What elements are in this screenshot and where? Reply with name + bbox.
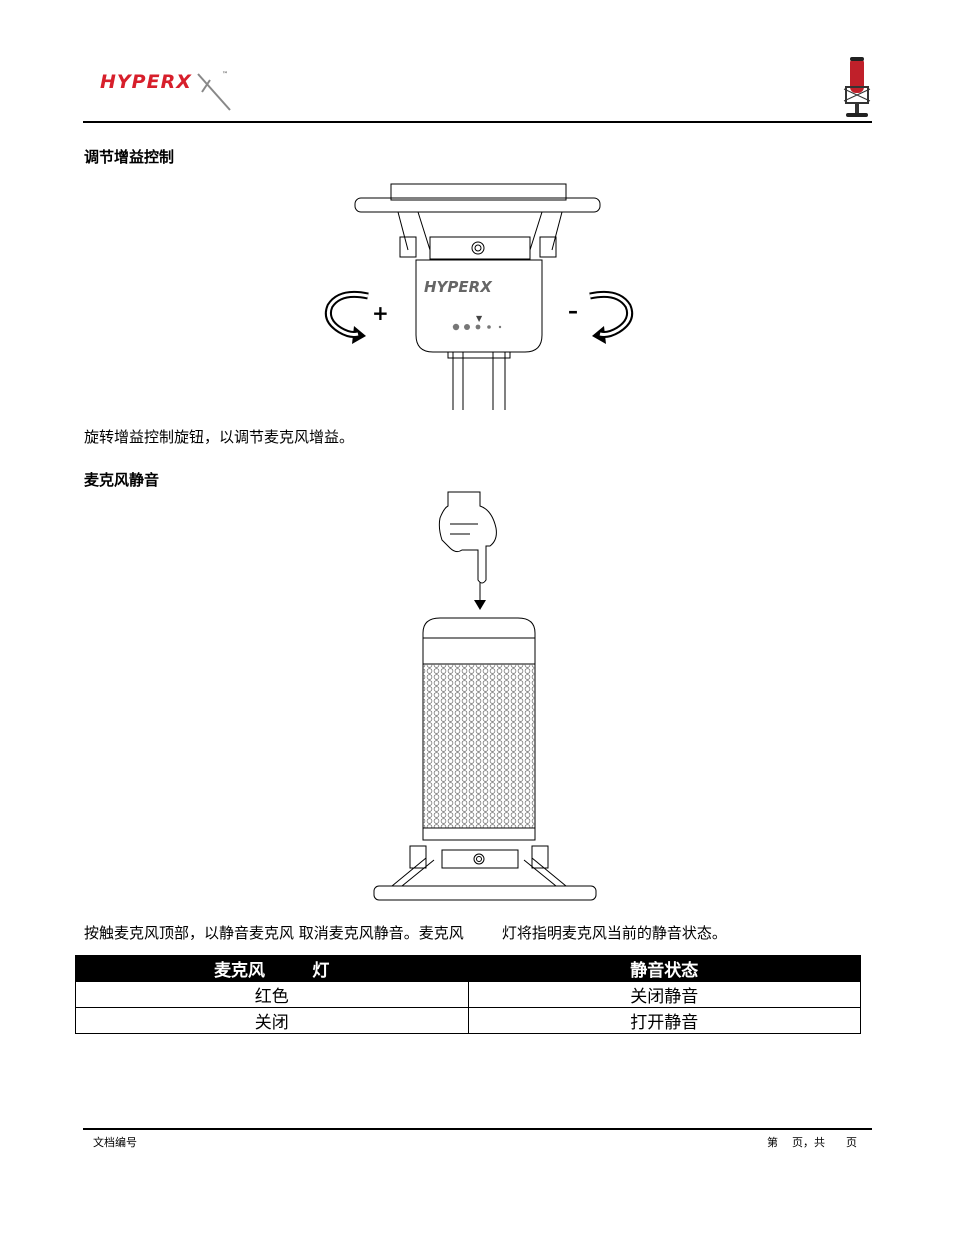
svg-text:▼: ▼ <box>476 314 483 323</box>
table-row: 红色 关闭静音 <box>75 981 861 1008</box>
gain-knob-illustration: HYPERX ▼ + – <box>324 183 634 410</box>
hyperx-logo: HYPERX ™ <box>100 71 231 111</box>
gain-caption: 旋转增益控制旋钮，以调节麦克风增益。 <box>84 428 355 446</box>
svg-text:HYPERX: HYPERX <box>424 278 493 296</box>
table-cell-status: 打开静音 <box>467 1007 861 1034</box>
svg-text:HYPERX: HYPERX <box>100 71 192 93</box>
footer-page-number: 第 页，共 页 <box>767 1136 857 1149</box>
table-header-row: 麦克风 灯 静音状态 <box>75 955 861 982</box>
mute-caption: 按触麦克风顶部，以静音麦克风 取消麦克风静音。麦克风 灯将指明麦克风当前的静音状… <box>84 924 727 942</box>
microphone-product-icon <box>843 57 871 117</box>
svg-text:+: + <box>372 301 389 325</box>
svg-text:™: ™ <box>222 71 228 78</box>
table-cell-status: 关闭静音 <box>467 981 861 1008</box>
table-row: 关闭 打开静音 <box>75 1007 861 1034</box>
table-header-led: 麦克风 灯 <box>75 955 469 982</box>
table-cell-led: 关闭 <box>75 1007 469 1034</box>
table-header-mute-status: 静音状态 <box>467 955 861 982</box>
mute-heading: 麦克风静音 <box>84 471 160 489</box>
led-status-table: 麦克风 灯 静音状态 红色 关闭静音 关闭 打开静音 <box>75 955 861 1034</box>
mute-touch-illustration <box>373 491 597 901</box>
header-rule <box>83 121 872 123</box>
table-cell-led: 红色 <box>75 981 469 1008</box>
footer-doc-number: 文档编号 <box>93 1136 137 1149</box>
gain-heading: 调节增益控制 <box>84 148 175 166</box>
footer-rule <box>83 1128 872 1130</box>
svg-text:–: – <box>568 299 578 323</box>
